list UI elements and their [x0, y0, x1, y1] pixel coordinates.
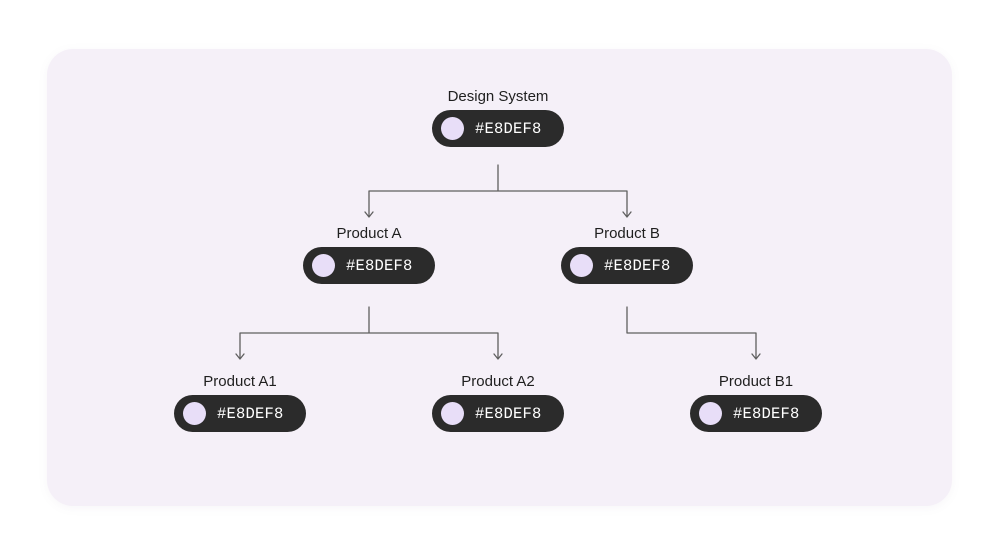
- color-swatch: [699, 402, 722, 425]
- color-hex-value: #E8DEF8: [733, 404, 800, 423]
- color-hex-value: #E8DEF8: [475, 404, 542, 423]
- node-label: Product A: [336, 225, 402, 242]
- node-label: Product A1: [203, 373, 277, 390]
- color-token-pill[interactable]: #E8DEF8: [432, 395, 564, 432]
- color-swatch: [312, 254, 335, 277]
- node-product-b: Product B #E8DEF8: [561, 223, 693, 284]
- color-token-pill[interactable]: #E8DEF8: [690, 395, 822, 432]
- color-swatch: [570, 254, 593, 277]
- color-swatch: [183, 402, 206, 425]
- node-label: Product B: [594, 225, 660, 242]
- node-design-system: Design System #E8DEF8: [432, 86, 564, 147]
- node-product-a2: Product A2 #E8DEF8: [432, 371, 564, 432]
- color-hex-value: #E8DEF8: [475, 119, 542, 138]
- color-token-pill[interactable]: #E8DEF8: [174, 395, 306, 432]
- node-label: Product B1: [718, 373, 794, 390]
- node-label: Product A2: [461, 373, 535, 390]
- color-token-pill[interactable]: #E8DEF8: [303, 247, 435, 284]
- color-hex-value: #E8DEF8: [604, 256, 671, 275]
- node-product-a: Product A #E8DEF8: [303, 223, 435, 284]
- color-swatch: [441, 117, 464, 140]
- color-hex-value: #E8DEF8: [346, 256, 413, 275]
- node-product-b1: Product B1 #E8DEF8: [690, 371, 822, 432]
- node-label: Design System: [447, 88, 549, 105]
- color-hex-value: #E8DEF8: [217, 404, 284, 423]
- node-product-a1: Product A1 #E8DEF8: [174, 371, 306, 432]
- color-token-pill[interactable]: #E8DEF8: [561, 247, 693, 284]
- color-swatch: [441, 402, 464, 425]
- color-token-pill[interactable]: #E8DEF8: [432, 110, 564, 147]
